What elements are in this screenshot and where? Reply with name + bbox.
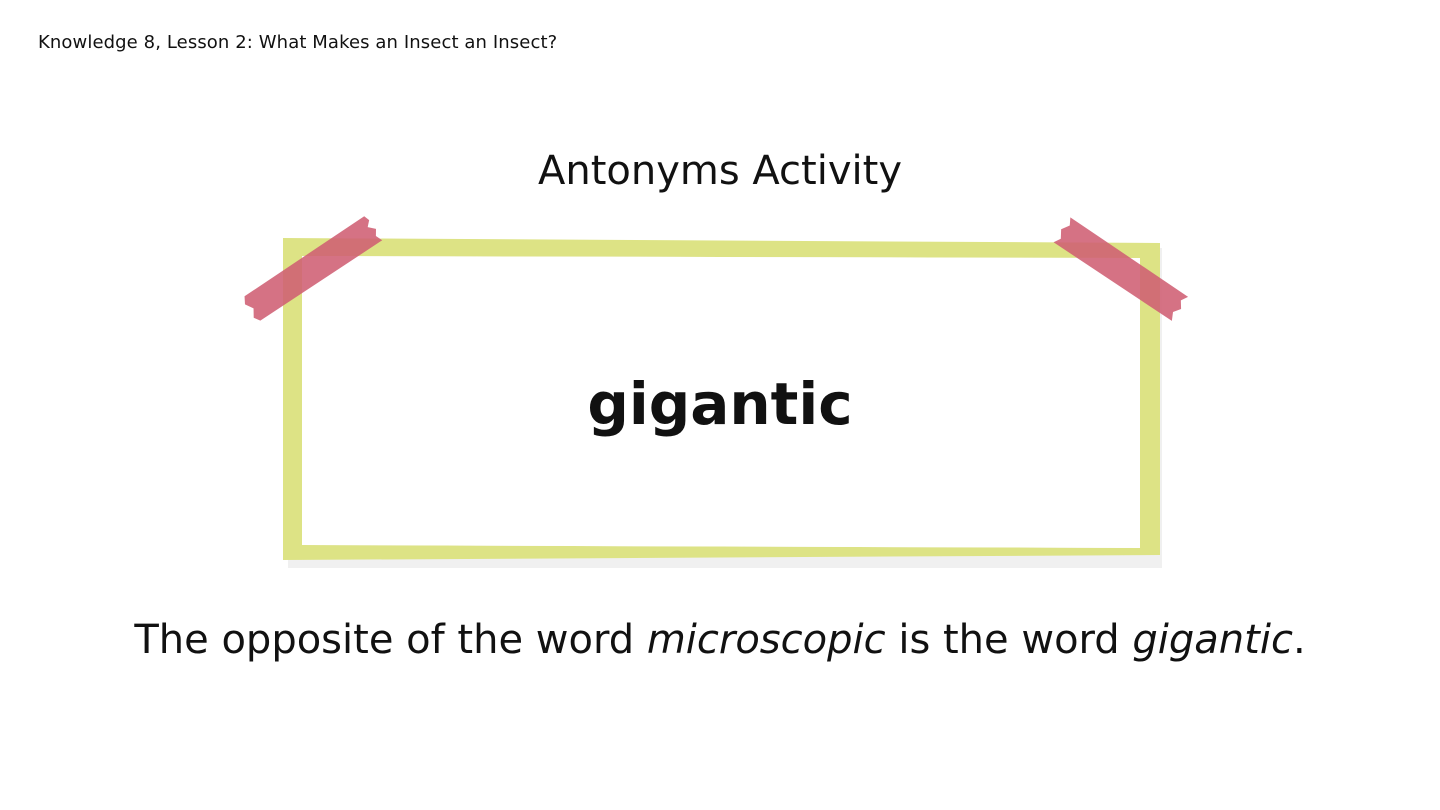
sentence-word-gigantic: gigantic [1132,617,1293,663]
sentence-part-2: is the word [885,617,1133,663]
sentence-part-1: The opposite of the word [134,617,647,663]
sentence-word-microscopic: microscopic [646,617,886,663]
card-word: gigantic [587,370,853,438]
tape-right [1053,217,1189,321]
sentence-part-3: . [1292,617,1306,663]
lesson-header: Knowledge 8, Lesson 2: What Makes an Ins… [38,32,558,53]
antonym-sentence: The opposite of the word microscopic is … [0,617,1440,663]
tape-left [244,216,383,321]
slide-title: Antonyms Activity [537,148,902,194]
card-inner [302,256,1140,548]
